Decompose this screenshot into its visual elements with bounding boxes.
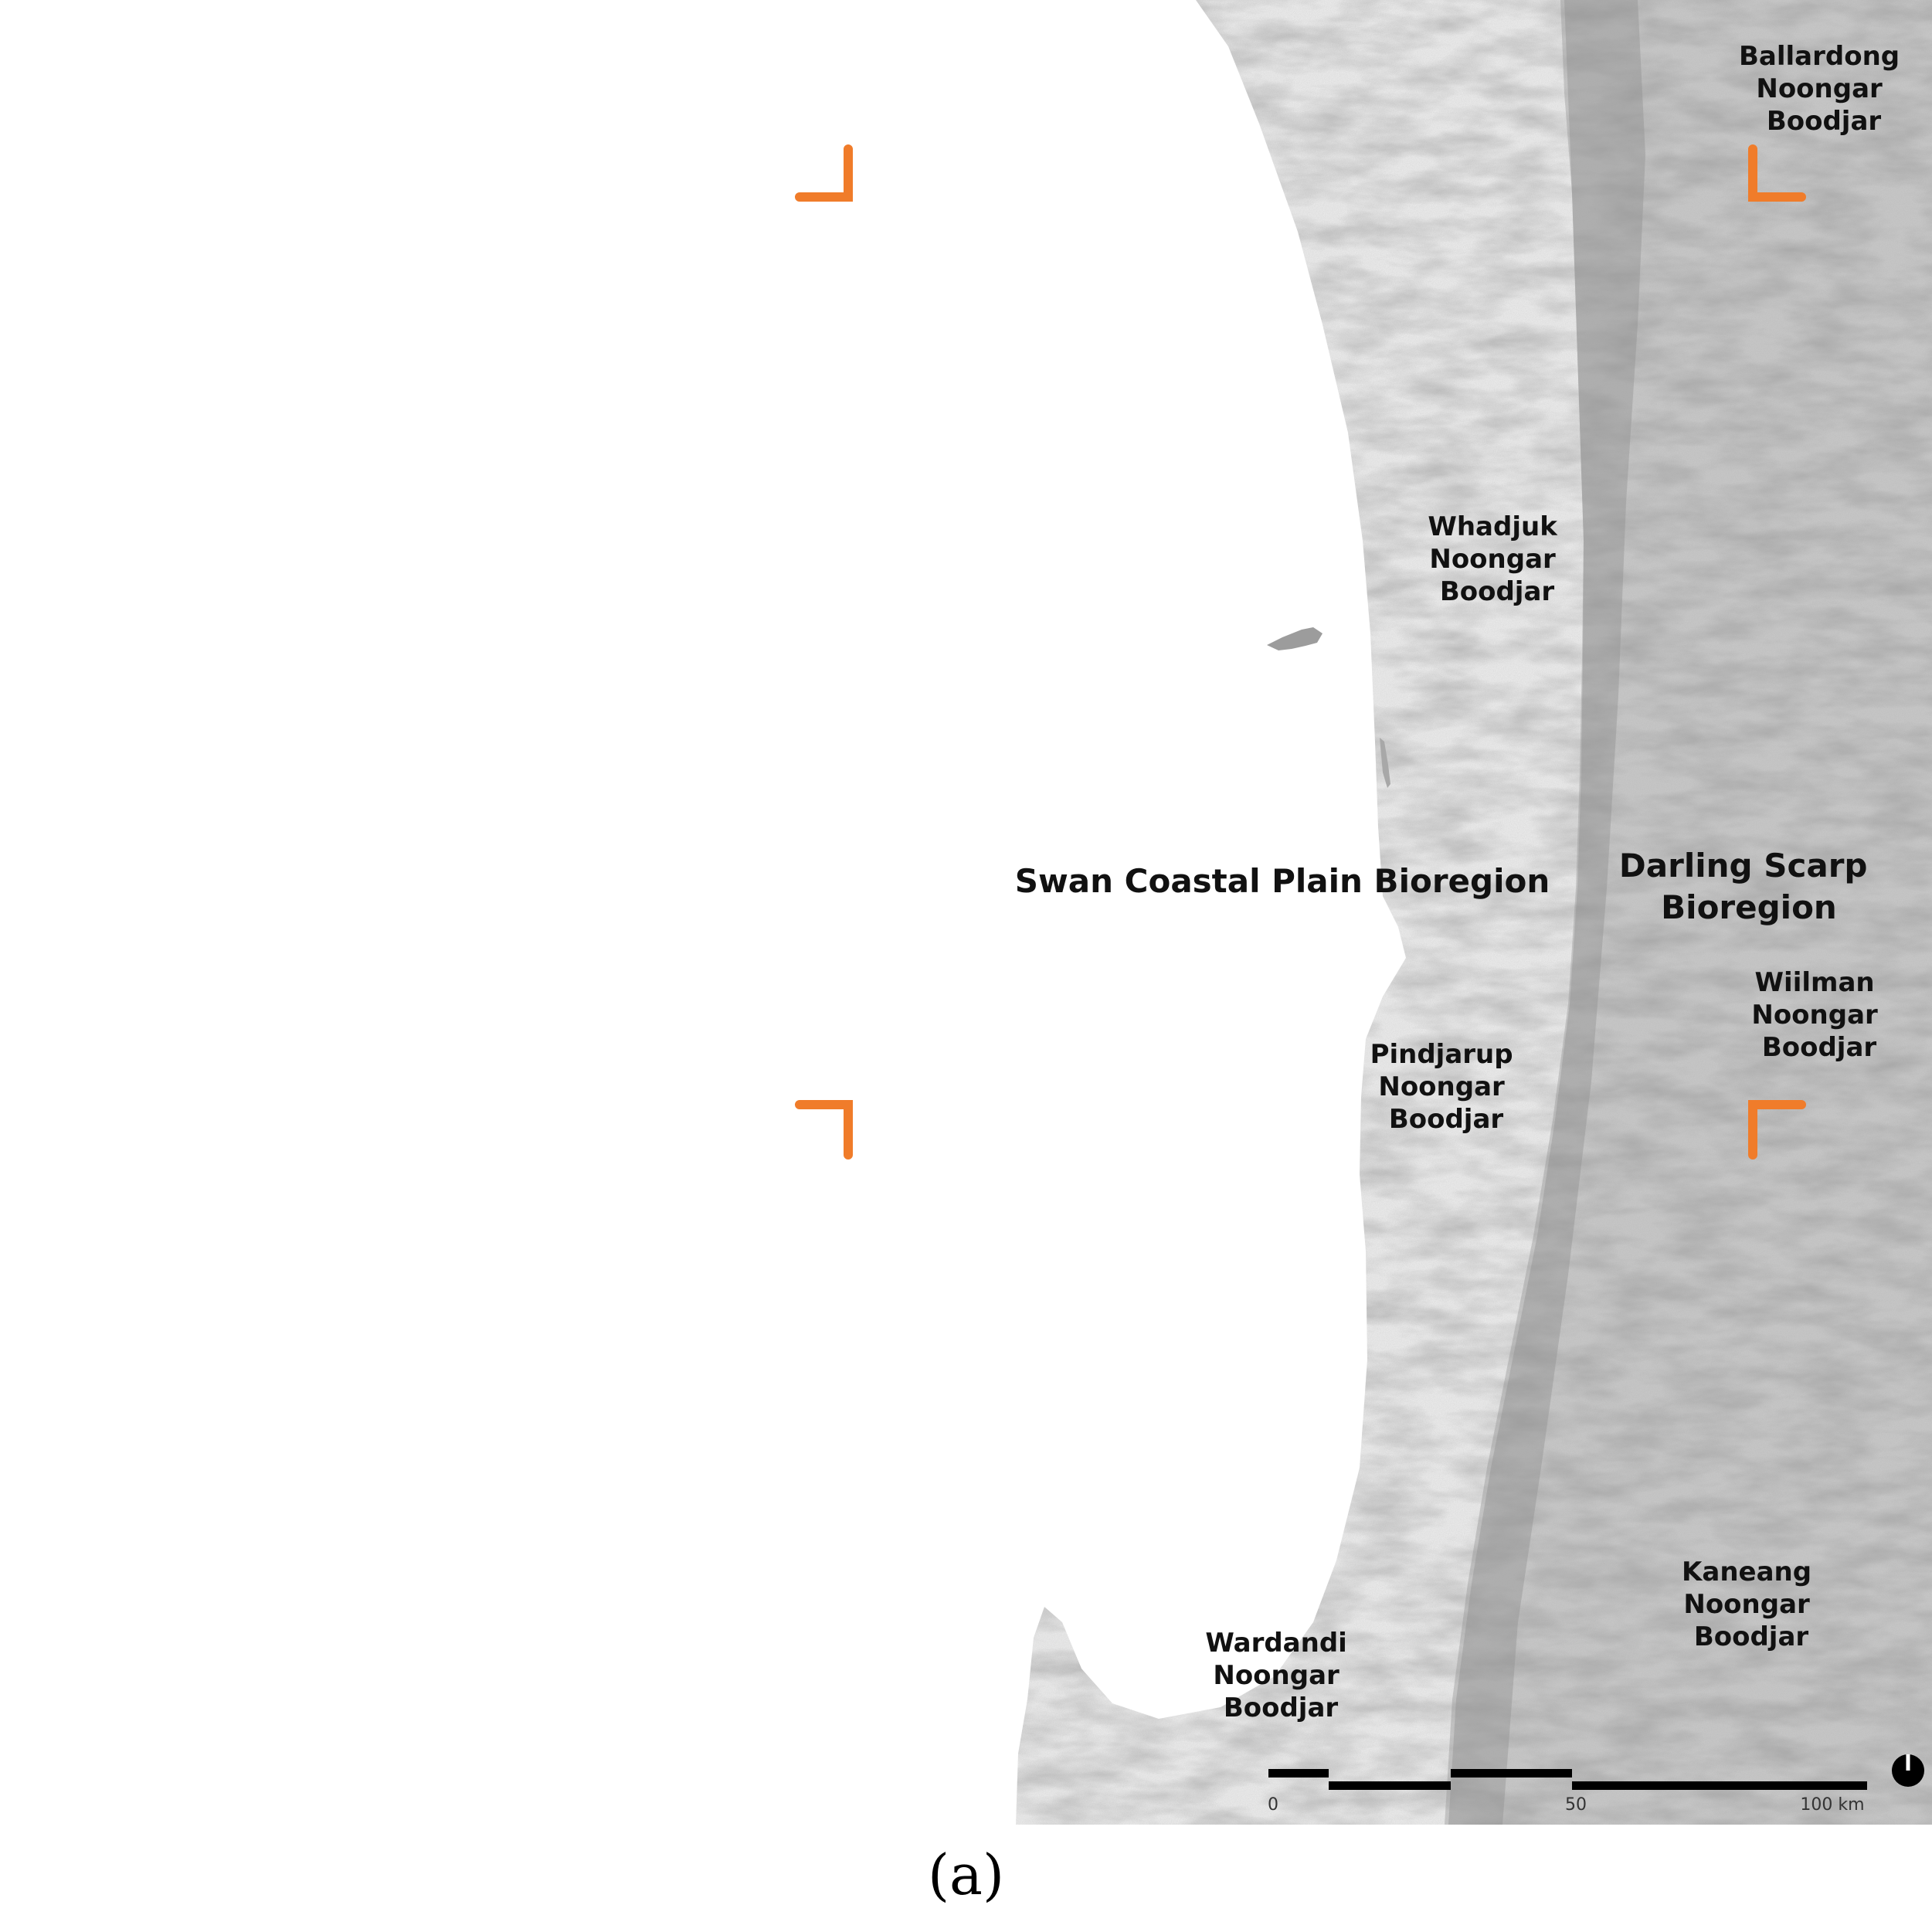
garden-island [1380,738,1390,788]
land-terrain [1016,0,1932,1825]
scale-tick-0: 0 [1268,1795,1278,1815]
label-whadjuk: Whadjuk Noongar Boodjar [1428,511,1566,607]
scale-bar: 0 50 100 km [1268,1769,1867,1815]
label-ballardong: Ballardong Noongar Boodjar [1739,41,1909,137]
corner-mark-bottom-left [795,1100,853,1160]
corner-mark-top-right [1748,144,1806,202]
map-labels: Ballardong Noongar Boodjar Whadjuk Noong… [1015,41,1909,1723]
label-swan-coastal-plain: Swan Coastal Plain Bioregion [1015,862,1550,900]
scale-bar-segment [1268,1769,1329,1778]
label-darling-scarp: Darling Scarp Bioregion [1619,847,1879,926]
scale-bar-segment [1451,1769,1572,1778]
scale-bar-segment [1572,1781,1867,1790]
figure-caption: (a) [927,1842,1005,1907]
scale-bar-segment [1329,1781,1451,1790]
corner-mark-bottom-right [1748,1100,1806,1160]
rottnest-island [1267,627,1323,650]
scale-tick-50: 50 [1565,1795,1587,1815]
frame-corner-marks [795,144,1806,1160]
scale-tick-100: 100 km [1800,1795,1864,1815]
label-wardandi: Wardandi Noongar Boodjar [1205,1628,1356,1723]
corner-mark-top-left [795,144,853,202]
label-pindjarup: Pindjarup Noongar Boodjar [1370,1039,1523,1135]
label-kaneang: Kaneang Noongar Boodjar [1682,1557,1821,1652]
north-arrow-icon [1892,1754,1924,1787]
label-wiilman: Wiilman Noongar Boodjar [1751,967,1886,1063]
